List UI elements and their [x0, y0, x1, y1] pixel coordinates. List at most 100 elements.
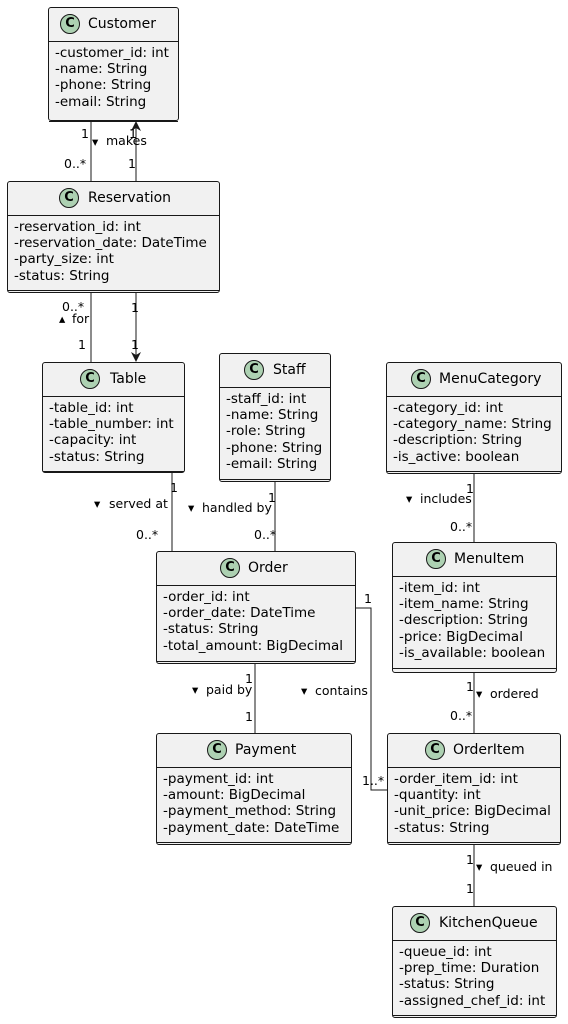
- attribute: -name: String: [55, 61, 148, 78]
- multiplicity-label: 0..*: [450, 519, 473, 534]
- attribute-list: -item_id: int -item_name: String -descri…: [393, 577, 556, 669]
- class-stereotype-icon: C: [80, 369, 100, 389]
- attribute: -party_size: int: [14, 251, 114, 268]
- class-stereotype-icon: C: [411, 369, 431, 389]
- attribute: -reservation_date: DateTime: [14, 235, 207, 252]
- attribute: -item_id: int: [399, 580, 480, 596]
- direction-arrow-icon: ▴: [59, 311, 66, 326]
- association-label: handled by: [202, 500, 272, 515]
- attribute: -description: String: [393, 432, 523, 449]
- class-stereotype-icon: C: [244, 360, 264, 380]
- attribute-list: -queue_id: int -prep_time: Duration -sta…: [393, 941, 556, 1016]
- attribute: -status: String: [49, 448, 145, 465]
- attribute: -table_number: int: [49, 416, 174, 433]
- attribute-list: -table_id: int -table_number: int -capac…: [43, 397, 184, 472]
- multiplicity-label: 1: [364, 591, 372, 606]
- multiplicity-label: 0..*: [450, 708, 473, 723]
- class-customer: C Customer -customer_id: int -name: Strin…: [48, 7, 179, 122]
- attribute: -customer_id: int: [55, 45, 169, 61]
- class-stereotype-icon: C: [207, 740, 227, 760]
- direction-arrow-icon: ▾: [192, 682, 199, 697]
- class-name: KitchenQueue: [439, 915, 538, 931]
- multiplicity-label: 0..*: [136, 527, 159, 542]
- class-name: Reservation: [88, 190, 172, 206]
- attribute: -category_id: int: [393, 400, 504, 416]
- multiplicity-label: 1: [170, 480, 178, 495]
- multiplicity-label: 1: [466, 881, 474, 896]
- attribute: -status: String: [14, 267, 110, 284]
- class-stereotype-icon: C: [425, 740, 445, 760]
- direction-arrow-icon: ▾: [406, 491, 413, 506]
- multiplicity-label: 1: [268, 490, 276, 505]
- multiplicity-label: 1: [466, 852, 474, 867]
- attribute-list: -customer_id: int -name: String -phone: …: [49, 42, 178, 122]
- class-stereotype-icon: C: [220, 558, 240, 578]
- class-name: Table: [110, 371, 147, 387]
- attribute: -queue_id: int: [399, 944, 492, 960]
- attribute-list: -category_id: int -category_name: String…: [387, 397, 561, 472]
- association-label: contains: [315, 683, 368, 698]
- association-label: for: [72, 311, 90, 326]
- attribute: -staff_id: int: [226, 391, 307, 407]
- attribute: -status: String: [163, 621, 259, 638]
- direction-arrow-icon: ▾: [476, 686, 483, 701]
- class-stereotype-icon: C: [60, 14, 80, 34]
- multiplicity-label: 1: [466, 481, 474, 496]
- attribute: -price: BigDecimal: [399, 628, 523, 645]
- attribute: -assigned_chef_id: int: [399, 992, 546, 1009]
- attribute: -payment_date: DateTime: [163, 819, 340, 836]
- attribute: -item_name: String: [399, 596, 529, 613]
- association-label: makes: [106, 133, 147, 148]
- class-name: MenuItem: [454, 551, 525, 567]
- direction-arrow-icon: ▾: [92, 134, 99, 149]
- multiplicity-label: 1: [245, 671, 253, 686]
- attribute: -role: String: [226, 423, 306, 440]
- multiplicity-label: 0..*: [62, 299, 85, 314]
- class-kitchenqueue: C KitchenQueue -queue_id: int -prep_time:…: [392, 906, 557, 1018]
- attribute: -unit_price: BigDecimal: [394, 803, 551, 820]
- multiplicity-label: 1: [81, 126, 89, 141]
- direction-arrow-icon: ▾: [94, 496, 101, 511]
- attribute-list: -reservation_id: int -reservation_date: …: [8, 216, 219, 291]
- attribute: -is_active: boolean: [393, 448, 520, 465]
- attribute: -payment_method: String: [163, 803, 337, 820]
- attribute: -email: String: [226, 455, 318, 472]
- attribute: -prep_time: Duration: [399, 960, 540, 977]
- multiplicity-label: 1: [128, 156, 136, 171]
- association-label: includes: [420, 491, 472, 506]
- class-name: Customer: [88, 16, 157, 32]
- association-label: ordered: [490, 686, 539, 701]
- multiplicity-label: 1: [245, 709, 253, 724]
- attribute: -total_amount: BigDecimal: [163, 637, 344, 654]
- direction-arrow-icon: ▾: [476, 859, 483, 874]
- direction-arrow-icon: ▾: [301, 683, 308, 698]
- attribute-list: -payment_id: int -amount: BigDecimal -pa…: [157, 768, 351, 843]
- class-menuitem: C MenuItem -item_id: int -item_name: Stri…: [392, 542, 557, 673]
- multiplicity-label: 1: [131, 337, 139, 352]
- attribute: -email: String: [55, 93, 147, 110]
- attribute: -description: String: [399, 612, 529, 629]
- attribute: -order_id: int: [163, 589, 250, 605]
- attribute: -table_id: int: [49, 400, 134, 416]
- class-stereotype-icon: C: [59, 188, 79, 208]
- attribute: -phone: String: [226, 439, 323, 456]
- multiplicity-label: 1: [129, 126, 137, 141]
- attribute: -category_name: String: [393, 416, 552, 433]
- multiplicity-label: 1..*: [362, 773, 385, 788]
- attribute: -name: String: [226, 407, 319, 424]
- multiplicity-label: 0..*: [64, 156, 87, 171]
- class-stereotype-icon: C: [426, 549, 446, 569]
- association-label: paid by: [206, 682, 253, 697]
- attribute: -quantity: int: [394, 787, 481, 804]
- attribute: -capacity: int: [49, 432, 137, 449]
- class-reservation: C Reservation -reservation_id: int -reser…: [7, 181, 220, 293]
- class-stereotype-icon: C: [410, 913, 430, 933]
- attribute: -amount: BigDecimal: [163, 787, 306, 804]
- attribute: -status: String: [394, 819, 490, 836]
- attribute: -status: String: [399, 976, 495, 993]
